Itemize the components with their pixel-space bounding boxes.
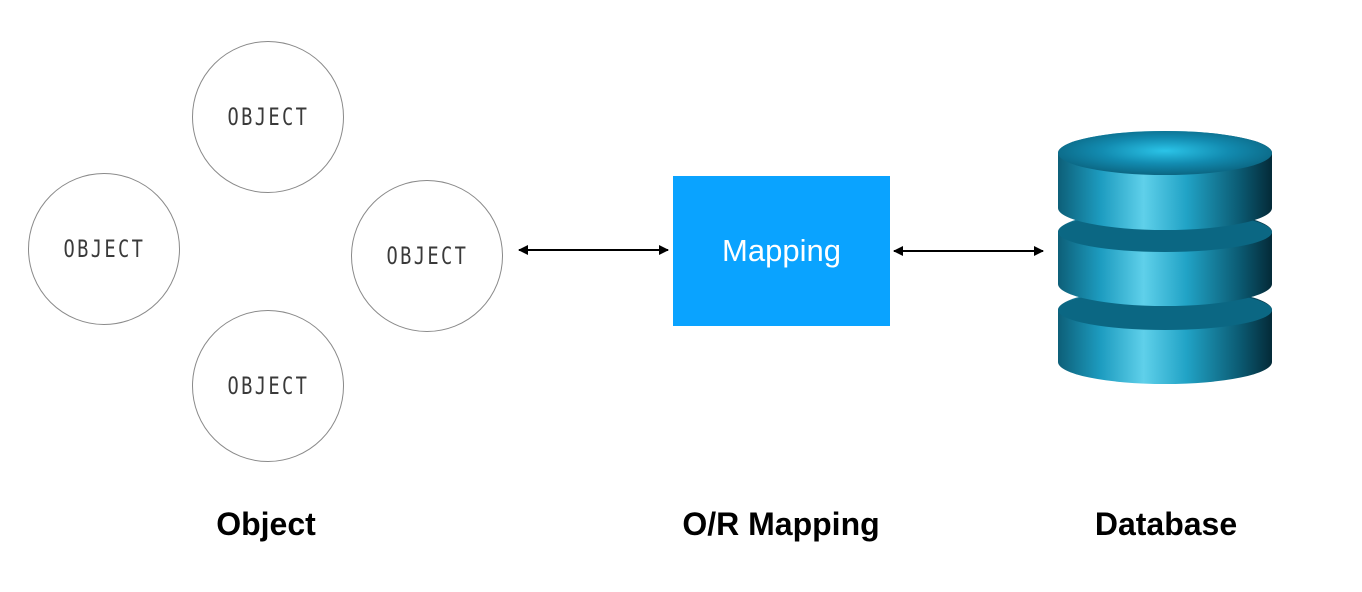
object-circle-label: OBJECT: [227, 103, 309, 131]
object-circle-top: OBJECT: [192, 41, 344, 193]
database-caption: Database: [1094, 506, 1238, 542]
object-circle-left: OBJECT: [28, 173, 180, 325]
object-circle-label: OBJECT: [227, 372, 309, 400]
object-circle-right: OBJECT: [351, 180, 503, 332]
object-circle-label: OBJECT: [63, 235, 145, 263]
or-mapping-caption: O/R Mapping: [682, 506, 880, 542]
object-circle-bottom: OBJECT: [192, 310, 344, 462]
mapping-box-label: Mapping: [722, 233, 841, 268]
database-icon: [1058, 131, 1272, 384]
object-circle-label: OBJECT: [386, 242, 468, 270]
mapping-box: Mapping: [673, 176, 890, 326]
object-caption: Object: [216, 506, 316, 542]
